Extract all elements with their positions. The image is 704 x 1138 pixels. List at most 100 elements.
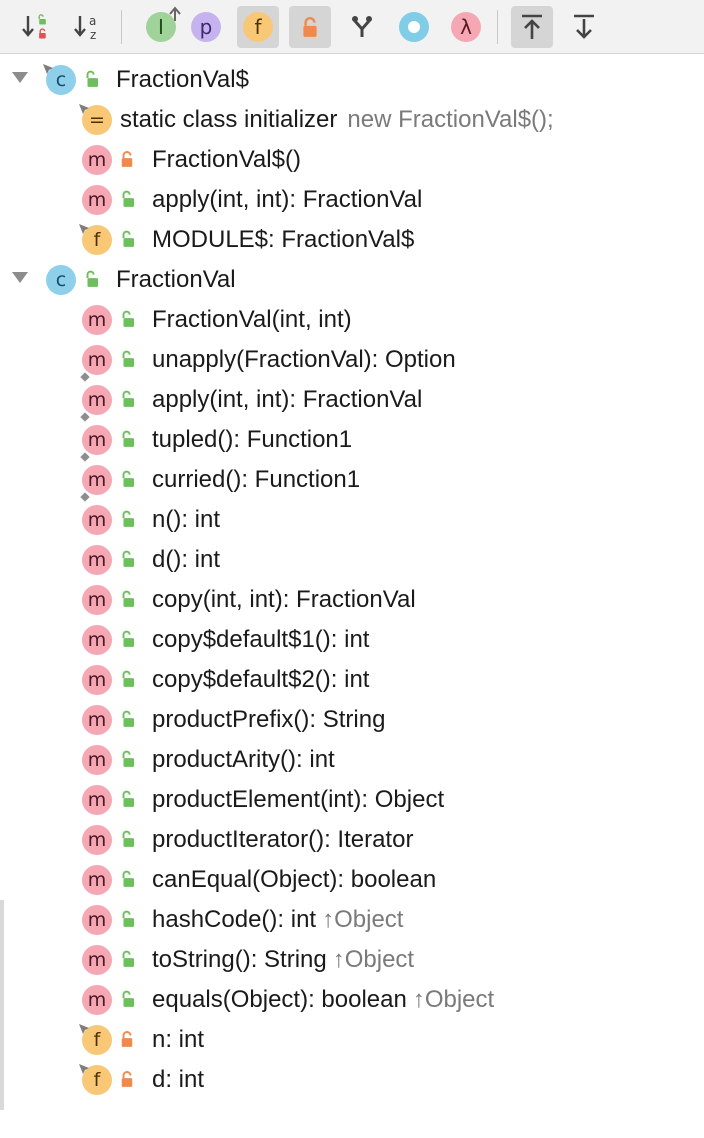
tree-member-node[interactable]: m copy(int, int): FractionVal (0, 580, 704, 620)
interface-inherited-icon: I (146, 6, 181, 42)
tree-node-label: copy$default$1(): int (152, 625, 369, 655)
show-properties-button[interactable]: p (185, 6, 227, 48)
tree-member-node[interactable]: m toString(): String↑Object (0, 940, 704, 980)
tree-node-label: productPrefix(): String (152, 705, 385, 735)
icon-glyph: m (87, 629, 107, 651)
icon-glyph: m (87, 709, 107, 731)
tree-member-node[interactable]: m canEqual(Object): boolean (0, 860, 704, 900)
node-text: FractionVal(int, int) (152, 306, 352, 333)
left-scroll-edge (0, 900, 4, 1110)
inherited-from-text: ↑Object (332, 946, 415, 973)
method-icon: m (82, 825, 112, 855)
node-text: d: int (152, 1066, 205, 1093)
tree-node-label: equals(Object): boolean↑Object (152, 985, 494, 1015)
tree-member-node[interactable]: m productIterator(): Iterator (0, 820, 704, 860)
node-text: copy(int, int): FractionVal (152, 586, 416, 613)
static-pin-icon (77, 99, 91, 114)
method-icon: m (78, 345, 112, 384)
tree-member-node[interactable]: m FractionVal(int, int) (0, 300, 704, 340)
public-lock-icon (120, 670, 136, 690)
expand-arrow-icon[interactable] (12, 272, 28, 283)
tree-member-node[interactable]: m productArity(): int (0, 740, 704, 780)
icon-glyph: m (87, 549, 107, 571)
public-lock-icon (120, 950, 136, 970)
icon-glyph: m (87, 949, 107, 971)
icon-glyph: m (87, 309, 107, 331)
private-lock-icon (120, 150, 136, 170)
tree-member-node[interactable]: m productElement(int): Object (0, 780, 704, 820)
icon-glyph: c (55, 269, 67, 291)
tree-member-node[interactable]: f d: int (0, 1060, 704, 1100)
public-lock-icon (120, 510, 136, 530)
tree-member-node[interactable]: m n(): int (0, 500, 704, 540)
autoscroll-to-source-icon (519, 13, 545, 41)
tree-node-label: tupled(): Function1 (152, 425, 352, 455)
node-text: MODULE$: FractionVal$ (152, 226, 415, 253)
tree-member-node[interactable]: m apply(int, int): FractionVal (0, 180, 704, 220)
node-text: FractionVal (116, 266, 236, 293)
class-icon: c (46, 265, 76, 295)
tree-member-node[interactable]: f MODULE$: FractionVal$ (0, 220, 704, 260)
tree-member-node[interactable]: f n: int (0, 1020, 704, 1060)
private-lock-icon (120, 1070, 136, 1090)
tree-member-node[interactable]: m copy$default$1(): int (0, 620, 704, 660)
tree-member-node[interactable]: m copy$default$2(): int (0, 660, 704, 700)
node-text: apply(int, int): FractionVal (152, 386, 423, 413)
tree-class-node[interactable]: c FractionVal (0, 260, 704, 300)
sort-visibility-icon (21, 12, 51, 42)
implementing-method-icon (78, 366, 92, 384)
method-icon: m (82, 785, 112, 815)
autoscroll-from-source-button[interactable] (563, 6, 605, 48)
node-text: n(): int (152, 506, 221, 533)
show-inherited-button[interactable]: I (140, 6, 182, 48)
tree-node-label: hashCode(): int↑Object (152, 905, 403, 935)
tree-node-label: canEqual(Object): boolean (152, 865, 436, 895)
tree-member-node[interactable]: m unapply(FractionVal): Option (0, 340, 704, 384)
private-lock-icon (120, 1030, 136, 1050)
public-lock-icon (120, 870, 136, 890)
tree-member-node[interactable]: m curried(): Function1 (0, 460, 704, 504)
autoscroll-to-source-button[interactable] (511, 6, 553, 48)
tree-member-node[interactable]: m equals(Object): boolean↑Object (0, 980, 704, 1020)
tree-member-node[interactable]: m d(): int (0, 540, 704, 580)
tree-member-node[interactable]: m productPrefix(): String (0, 700, 704, 740)
show-anonymous-button[interactable] (393, 6, 435, 48)
show-fields-button[interactable]: f (237, 6, 279, 48)
tree-member-node[interactable]: m apply(int, int): FractionVal (0, 380, 704, 424)
tree-node-label: MODULE$: FractionVal$ (152, 225, 414, 255)
icon-glyph: m (87, 469, 107, 491)
show-lambdas-button[interactable]: λ (445, 6, 487, 48)
show-non-public-button[interactable] (289, 6, 331, 48)
tree-node-label: copy$default$2(): int (152, 665, 369, 695)
method-icon: m (82, 145, 112, 175)
node-text: productIterator(): Iterator (152, 826, 414, 853)
sort-by-visibility-button[interactable] (15, 6, 57, 48)
node-text: canEqual(Object): boolean (152, 866, 437, 893)
field-icon: f (79, 1064, 112, 1095)
icon-glyph: m (87, 749, 107, 771)
tree-node-label: FractionVal$ (116, 65, 249, 95)
field-icon: f (79, 1024, 112, 1055)
tree-member-node[interactable]: m hashCode(): int↑Object (0, 900, 704, 940)
method-icon: m (82, 625, 112, 655)
expand-arrow-icon[interactable] (12, 72, 28, 83)
node-text: n: int (152, 1026, 205, 1053)
method-icon: m (82, 665, 112, 695)
icon-glyph: m (87, 349, 107, 371)
node-text: apply(int, int): FractionVal (152, 186, 423, 213)
group-by-button[interactable] (341, 6, 383, 48)
initializer-icon: = (79, 104, 112, 135)
tree-member-node[interactable]: m tupled(): Function1 (0, 420, 704, 464)
tree-member-node[interactable]: m FractionVal$() (0, 140, 704, 180)
public-lock-icon (120, 710, 136, 730)
tree-class-node[interactable]: c FractionVal$ (0, 60, 704, 100)
method-icon: m (82, 905, 112, 935)
tree-node-label: productIterator(): Iterator (152, 825, 413, 855)
sort-alphabetically-button[interactable]: a z (67, 6, 109, 48)
public-lock-icon (120, 910, 136, 930)
tree-node-label: FractionVal$() (152, 145, 301, 175)
method-icon: m (82, 745, 112, 775)
node-text: tupled(): Function1 (152, 426, 353, 453)
tree-node-label: apply(int, int): FractionVal (152, 185, 422, 215)
